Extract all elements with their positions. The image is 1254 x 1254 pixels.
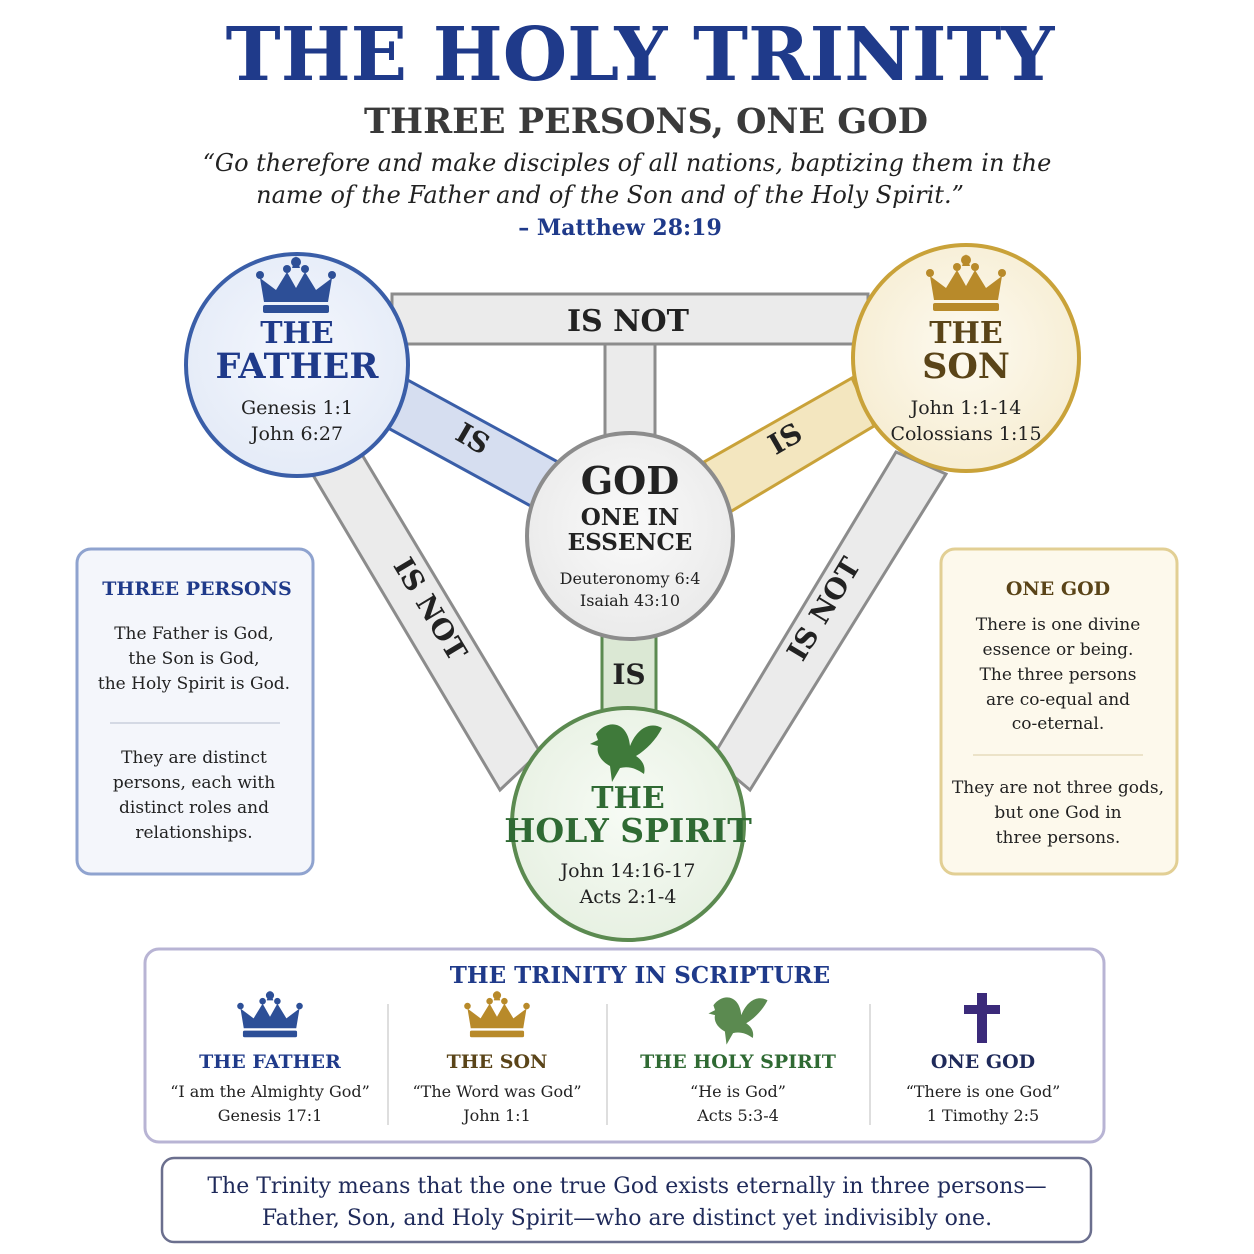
scripture-col-name: THE SON xyxy=(447,1051,548,1073)
one-god-text: three persons. xyxy=(996,828,1121,848)
is-label-spirit: IS xyxy=(612,658,645,691)
father-ref-1: Genesis 1:1 xyxy=(241,397,353,419)
three-persons-text: the Holy Spirit is God. xyxy=(98,674,290,694)
three-persons-panel: THREE PERSONS The Father is God, the Son… xyxy=(75,547,315,876)
three-persons-text: persons, each with xyxy=(113,773,275,793)
one-god-text: The three persons xyxy=(980,665,1137,685)
three-persons-text: They are distinct xyxy=(121,748,267,768)
scripture-col-ref: 1 Timothy 2:5 xyxy=(927,1106,1039,1125)
one-god-panel: ONE GOD There is one divine essence or b… xyxy=(939,547,1179,876)
is-not-label-top: IS NOT xyxy=(567,304,690,339)
one-god-text: They are not three gods, xyxy=(952,778,1164,798)
scripture-col-name: THE FATHER xyxy=(199,1051,341,1073)
son-label-line2: SON xyxy=(922,346,1010,387)
father-node: THE FATHER Genesis 1:1 John 6:27 xyxy=(184,252,410,478)
quote-reference: – Matthew 28:19 xyxy=(518,215,722,241)
scripture-col-quote: “There is one God” xyxy=(906,1082,1061,1101)
scripture-col-name: THE HOLY SPIRIT xyxy=(640,1051,836,1073)
one-god-text: are co-equal and xyxy=(986,690,1130,710)
scripture-title: THE TRINITY IN SCRIPTURE xyxy=(450,962,830,989)
one-god-text: There is one divine xyxy=(976,615,1141,635)
father-label-line1: THE xyxy=(260,316,334,351)
god-ref-2: Isaiah 43:10 xyxy=(580,591,680,610)
one-god-title: ONE GOD xyxy=(1006,578,1110,600)
page-subtitle: THREE PERSONS, ONE GOD xyxy=(364,101,928,142)
son-label-line1: THE xyxy=(929,316,1003,351)
scripture-col-ref: John 1:1 xyxy=(461,1106,531,1125)
three-persons-text: The Father is God, xyxy=(114,624,274,644)
son-ref-2: Colossians 1:15 xyxy=(890,423,1041,445)
is-son-band: IS xyxy=(702,375,876,515)
one-god-text: but one God in xyxy=(994,803,1121,823)
son-node: THE SON John 1:1-14 Colossians 1:15 xyxy=(851,243,1081,473)
spirit-ref-1: John 14:16-17 xyxy=(559,860,696,882)
scripture-col-ref: Genesis 17:1 xyxy=(218,1106,323,1125)
summary-line-1: The Trinity means that the one true God … xyxy=(207,1174,1046,1199)
god-node: GOD ONE IN ESSENCE Deuteronomy 6:4 Isaia… xyxy=(525,431,735,641)
god-sub-1: ONE IN xyxy=(581,504,679,531)
page-title: THE HOLY TRINITY xyxy=(226,12,1056,98)
summary-line-2: Father, Son, and Holy Spirit—who are dis… xyxy=(262,1206,992,1231)
summary-box: The Trinity means that the one true God … xyxy=(160,1156,1093,1244)
son-ref-1: John 1:1-14 xyxy=(909,397,1022,419)
spirit-ref-2: Acts 2:1-4 xyxy=(579,886,677,908)
is-not-left-band: IS NOT xyxy=(307,446,542,793)
one-god-text: co-eternal. xyxy=(1012,714,1105,734)
father-label-line2: FATHER xyxy=(216,346,380,387)
scripture-col-name: ONE GOD xyxy=(931,1051,1035,1073)
three-persons-title: THREE PERSONS xyxy=(102,578,291,600)
god-title: GOD xyxy=(581,458,680,503)
scripture-box: THE TRINITY IN SCRIPTURE THE FATHER “I a… xyxy=(143,947,1106,1144)
three-persons-text: distinct roles and xyxy=(119,798,269,818)
three-persons-text: relationships. xyxy=(135,823,252,843)
spirit-label-line2: HOLY SPIRIT xyxy=(504,811,752,850)
scripture-col-ref: Acts 5:3-4 xyxy=(696,1106,779,1125)
scripture-col-quote: “I am the Almighty God” xyxy=(170,1082,370,1101)
god-ref-1: Deuteronomy 6:4 xyxy=(560,569,701,588)
god-sub-2: ESSENCE xyxy=(568,529,693,556)
three-persons-text: the Son is God, xyxy=(128,649,259,669)
is-father-band: IS xyxy=(386,375,560,513)
quote-line-2: name of the Father and of the Son and of… xyxy=(256,181,964,209)
one-god-text: essence or being. xyxy=(983,640,1134,660)
scripture-col-quote: “He is God” xyxy=(690,1082,786,1101)
quote-line-1: “Go therefore and make disciples of all … xyxy=(203,149,1052,177)
scripture-col-quote: “The Word was God” xyxy=(412,1082,581,1101)
father-ref-2: John 6:27 xyxy=(249,423,343,445)
spirit-node: THE HOLY SPIRIT John 14:16-17 Acts 2:1-4 xyxy=(504,706,752,942)
spirit-label-line1: THE xyxy=(591,781,665,816)
cross-icon xyxy=(964,993,1000,1043)
